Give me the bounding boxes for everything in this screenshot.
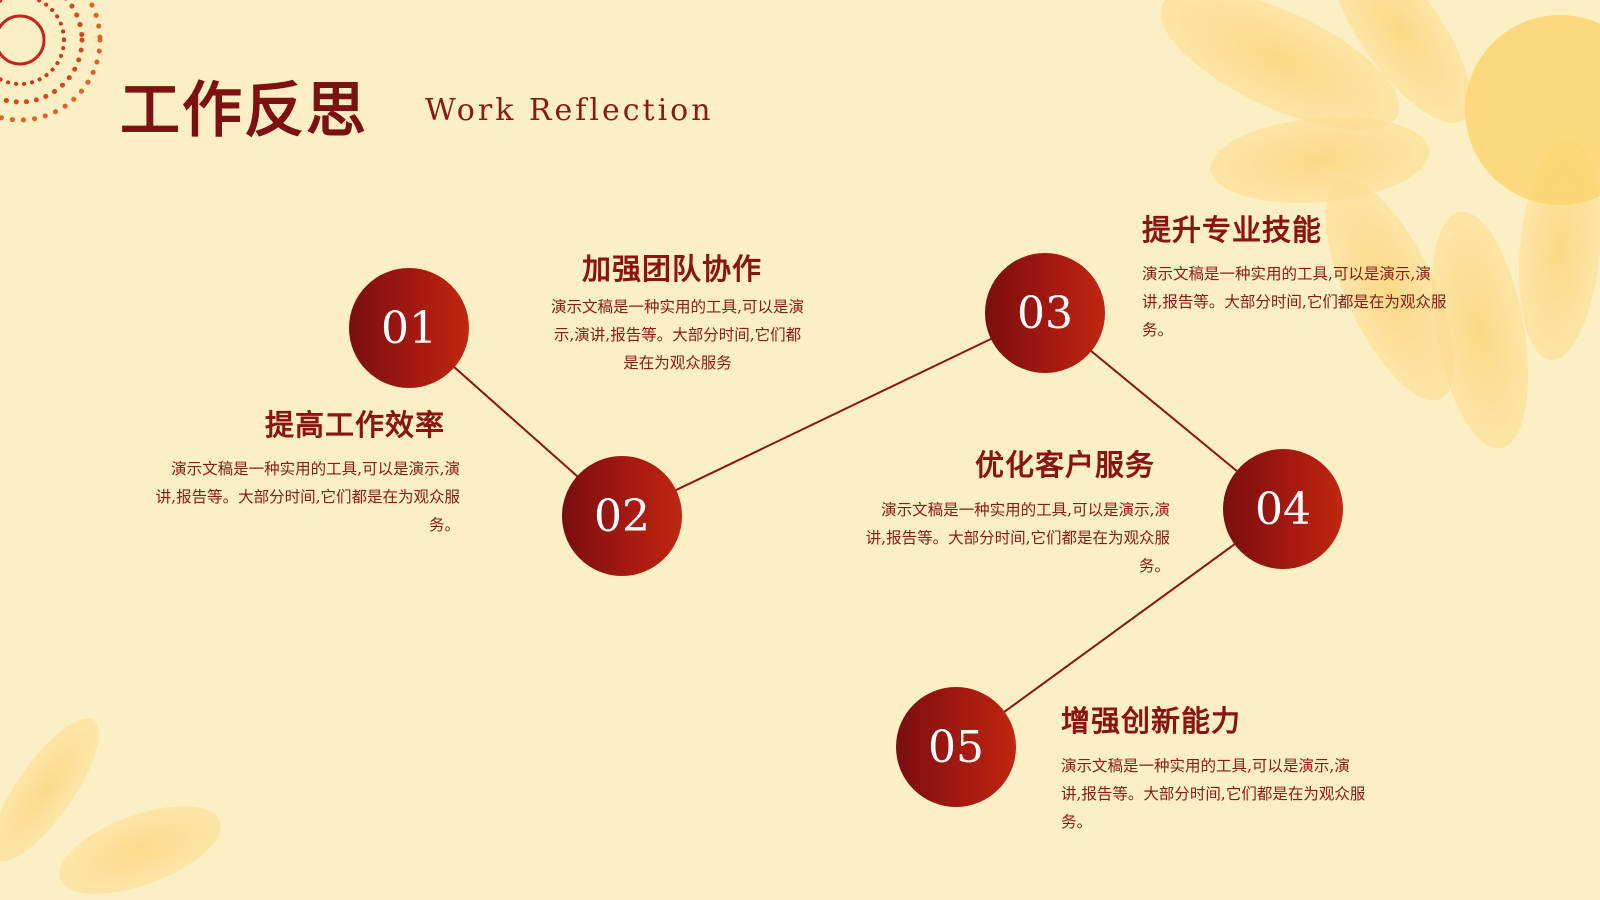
step-heading: 增强创新能力: [1061, 704, 1242, 738]
step-description: 演示文稿是一种实用的工具,可以是演示,演 讲,报告等。大部分时间,它们都是在为观…: [1142, 265, 1447, 339]
step-number-circle: 03: [985, 253, 1105, 373]
step-number-circle: 01: [349, 268, 469, 388]
step-heading: 提高工作效率: [265, 408, 446, 442]
step-description: 演示文稿是一种实用的工具,可以是演示,演 讲,报告等。大部分时间,它们都是在为观…: [155, 460, 460, 534]
step-heading: 加强团队协作: [582, 252, 763, 286]
step-heading: 优化客户服务: [975, 448, 1156, 482]
page-title: 工作反思: [120, 76, 368, 146]
step-number-circle: 02: [562, 456, 682, 576]
dotted-rings-decoration: [0, 0, 103, 123]
step-description: 演示文稿是一种实用的工具,可以是演 示,演讲,报告等。大部分时间,它们都 是在为…: [551, 298, 804, 372]
flower-decoration-top-right: [1160, 0, 1600, 449]
flower-decoration-bottom-left: [0, 718, 221, 894]
step-description: 演示文稿是一种实用的工具,可以是演示,演 讲,报告等。大部分时间,它们都是在为观…: [1061, 757, 1366, 831]
step-number-circle: 04: [1223, 449, 1343, 569]
step-number-circle: 05: [896, 687, 1016, 807]
page-subtitle: Work Reflection: [425, 93, 714, 128]
step-heading: 提升专业技能: [1142, 213, 1323, 247]
step-description: 演示文稿是一种实用的工具,可以是演示,演 讲,报告等。大部分时间,它们都是在为观…: [865, 501, 1170, 575]
